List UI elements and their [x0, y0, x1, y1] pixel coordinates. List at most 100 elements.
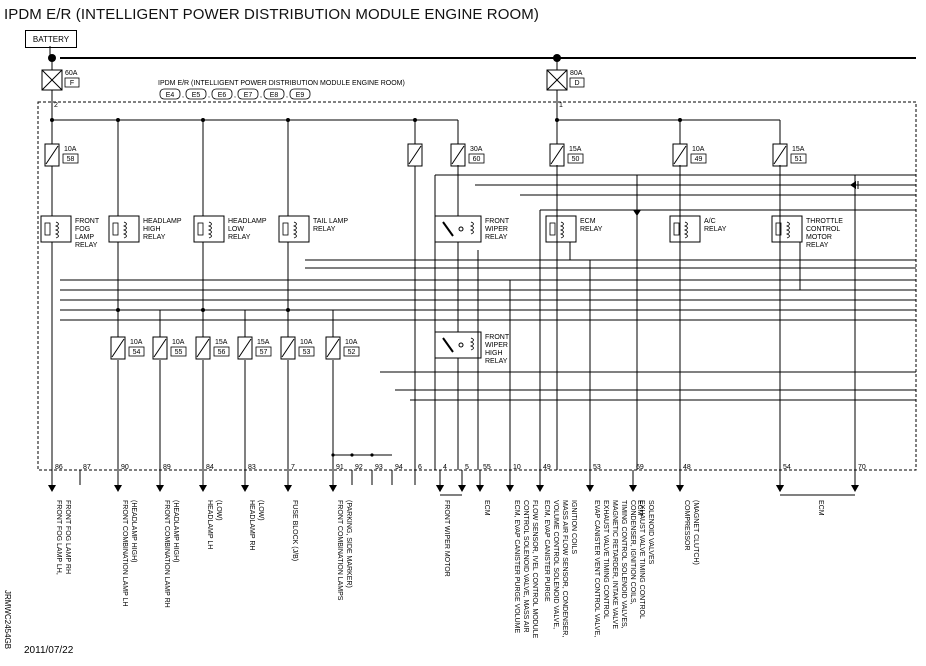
fuse-code: 54	[133, 349, 141, 356]
fuse-rating: 10A	[345, 339, 358, 346]
relay-front-wiper-high	[434, 331, 482, 359]
relay-label: RELAY	[704, 226, 727, 233]
fuse-code: 58	[67, 156, 75, 163]
output-text: EXHAUST VALVE TIMING CONTROL	[602, 500, 609, 619]
connector-e9	[289, 88, 311, 100]
terminal-86: 86	[55, 464, 63, 471]
fuse-node-label: 2	[54, 102, 58, 109]
fuse-code-box	[343, 346, 360, 357]
relay-ac	[669, 215, 701, 243]
connector-label: E6	[218, 92, 227, 99]
relay-contact	[458, 226, 464, 232]
terminal-53: 53	[593, 464, 601, 471]
relay-switch	[112, 222, 119, 236]
connector-e4	[159, 88, 181, 100]
terminal-87: 87	[83, 464, 91, 471]
connector-label: E4	[166, 92, 175, 99]
output-text: EXHAUST VALVE TIMING CONTROL	[638, 500, 645, 619]
relay-label: A/C	[704, 218, 716, 225]
terminal-4: 4	[443, 464, 447, 471]
terminal-69: 69	[636, 464, 644, 471]
output-arrow	[156, 485, 164, 492]
fuse-element	[111, 338, 125, 358]
relay-label: RELAY	[485, 234, 508, 241]
fuse-link-rating: 80A	[570, 70, 583, 77]
relay-label: FRONT	[485, 218, 510, 225]
fuse-node-label: 1	[559, 102, 563, 109]
output-text: TIMING CONTROL SOLENOID VALVES,	[620, 500, 627, 629]
battery-label: BATTERY	[25, 30, 77, 48]
connector-label: E5	[192, 92, 201, 99]
fuse-code-box	[790, 153, 807, 164]
output-arrow	[199, 485, 207, 492]
output-arrow	[458, 485, 466, 492]
output-arrow	[776, 485, 784, 492]
relay-tail-lamp	[278, 215, 310, 243]
output-arrow	[476, 485, 484, 492]
fuse-link-cross	[546, 69, 568, 91]
output-text: (HEADLAMP HIGH)	[172, 500, 179, 563]
diagram-date: 2011/07/22	[24, 645, 74, 656]
fuse-element	[45, 145, 59, 165]
relay-label: RELAY	[143, 234, 166, 241]
terminal-92: 92	[355, 464, 363, 471]
fuse-code-box	[128, 346, 145, 357]
fuse-code-box	[298, 346, 315, 357]
output-text: FRONT FOG LAMP LH,	[55, 500, 62, 575]
output-label-0: FRONT FOG LAMP LH,FRONT FOG LAMP RH	[55, 500, 71, 575]
fuse-code: 57	[260, 349, 268, 356]
output-label-7: FRONT WIPER MOTOR	[443, 500, 450, 577]
relay-coil	[785, 221, 790, 239]
relay-label: WIPER	[485, 342, 508, 349]
fuse-element	[196, 338, 210, 358]
output-arrow	[241, 485, 249, 492]
terminal-70: 70	[858, 464, 866, 471]
fuse-link-code: F	[70, 80, 74, 87]
output-text: MASS AIR FLOW SENSOR, CONDENSER,	[561, 500, 568, 637]
output-arrow	[676, 485, 684, 492]
output-arrow	[506, 485, 514, 492]
output-text: FUSE BLOCK (J/B)	[291, 500, 298, 561]
fuse-link-rating: 60A	[65, 70, 78, 77]
fuse-code: 52	[348, 349, 356, 356]
fuse-element	[238, 338, 252, 358]
output-text: FLOW SENSOR, IVEL CONTROL MODULE	[531, 500, 538, 639]
page-title: IPDM E/R (INTELLIGENT POWER DISTRIBUTION…	[4, 6, 539, 23]
relay-label: RELAY	[228, 234, 251, 241]
terminal-48: 48	[683, 464, 691, 471]
output-label-4: HEADLAMP RH(LOW)	[248, 500, 264, 550]
relay-switch-blade	[442, 337, 454, 353]
fuse-rating: 15A	[569, 146, 582, 153]
fuse-code-box	[213, 346, 230, 357]
fuse-rating: 10A	[130, 339, 143, 346]
relay-coil	[122, 221, 127, 239]
output-text: FRONT COMBINATION LAMPS	[336, 500, 343, 601]
output-text: ECM	[636, 500, 643, 516]
output-text: SOLENOID VALVES	[647, 500, 654, 565]
relay-label: FOG	[75, 226, 90, 233]
ipdm-boundary	[37, 101, 917, 471]
relay-label: TAIL LAMP	[313, 218, 348, 225]
fuse-element	[773, 145, 787, 165]
fuse-element	[408, 145, 422, 165]
relay-headlamp-high	[108, 215, 140, 243]
relay-label: MOTOR	[806, 234, 832, 241]
terminal-5: 5	[465, 464, 469, 471]
relay-label: RELAY	[313, 226, 336, 233]
relay-label: LAMP	[75, 234, 94, 241]
fuse-link-code: D	[574, 80, 579, 87]
module-label: IPDM E/R (INTELLIGENT POWER DISTRIBUTION…	[158, 80, 405, 87]
output-arrow	[851, 485, 859, 492]
output-text: (LOW)	[215, 500, 222, 521]
output-label-5: FUSE BLOCK (J/B)	[291, 500, 298, 561]
output-label-3: HEADLAMP LH(LOW)	[206, 500, 222, 549]
terminal-94: 94	[395, 464, 403, 471]
fuse-rating: 15A	[792, 146, 805, 153]
relay-label: WIPER	[485, 226, 508, 233]
fuse-rating: 10A	[692, 146, 705, 153]
terminal-84: 84	[206, 464, 214, 471]
relay-label: HEADLAMP	[143, 218, 182, 225]
connector-separator: ,	[182, 92, 184, 99]
